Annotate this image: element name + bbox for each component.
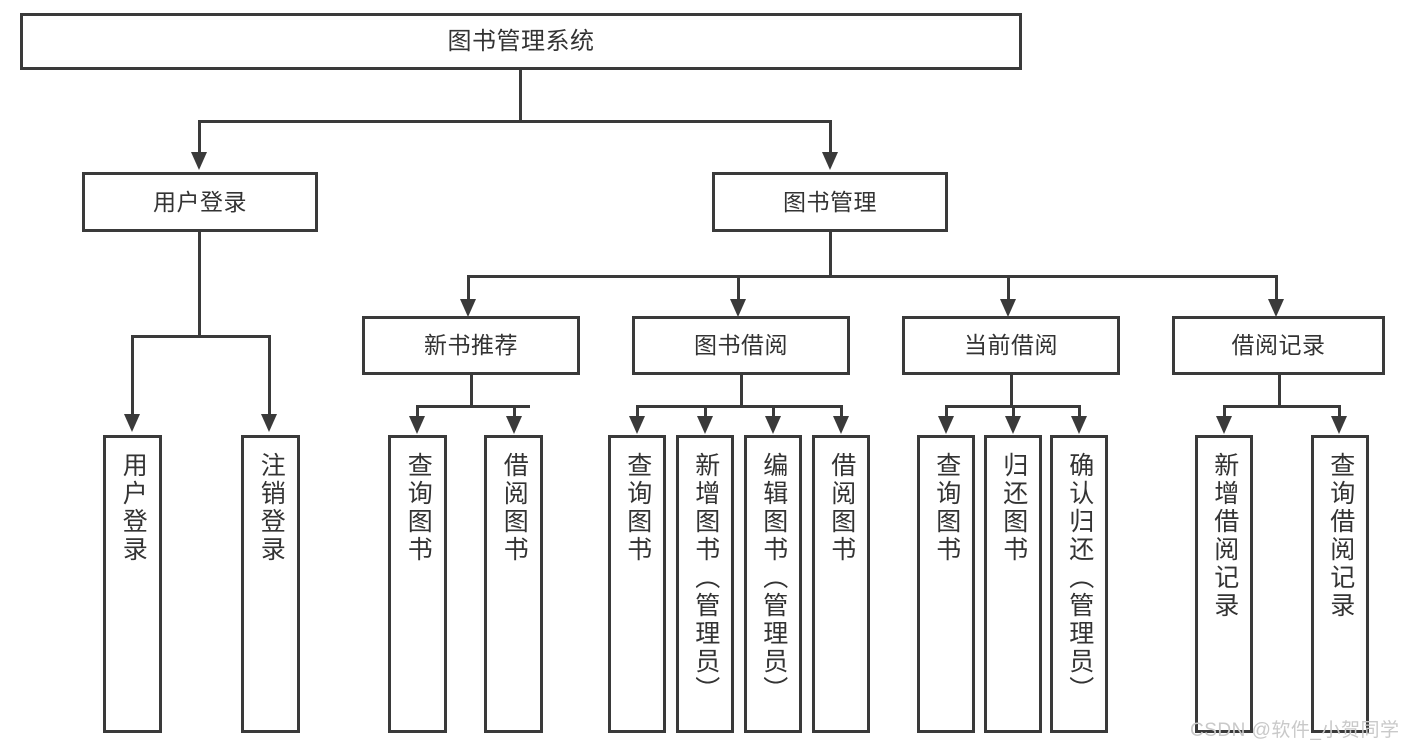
- node-label: 借阅图书: [827, 452, 856, 564]
- node-book-management-system[interactable]: 图书管理系统: [20, 13, 1022, 70]
- arrow-bm-to-new-book: [460, 299, 476, 317]
- connector-borrow-record-bus: [1223, 405, 1341, 408]
- connector-user-login-stem: [198, 232, 201, 335]
- connector-book-borrow-leaf-2: [704, 405, 707, 417]
- connector-bm-to-current-borrow: [1007, 275, 1010, 300]
- arrow-bm-to-current-borrow: [1000, 299, 1016, 317]
- connector-book-management-stem: [829, 232, 832, 275]
- node-leaf-query-book-1[interactable]: 查询图书: [388, 435, 447, 733]
- connector-book-borrow-leaf-1: [636, 405, 639, 417]
- arrow-book-borrow-leaf-3: [765, 416, 781, 434]
- node-label: 借阅图书: [500, 452, 529, 564]
- connector-book-borrow-leaf-3: [772, 405, 775, 417]
- connector-book-borrow-bus: [636, 405, 843, 408]
- node-label: 新增图书（管理员）: [691, 452, 720, 704]
- arrow-user-login-leaf-2: [261, 414, 277, 432]
- arrow-book-borrow-leaf-1: [629, 416, 645, 434]
- node-leaf-query-record[interactable]: 查询借阅记录: [1311, 435, 1369, 733]
- node-label: 当前借阅: [964, 332, 1058, 359]
- node-label: 用户登录: [119, 452, 148, 564]
- connector-book-borrow-stem: [740, 375, 743, 406]
- node-leaf-add-book[interactable]: 新增图书（管理员）: [676, 435, 734, 733]
- node-leaf-user-login[interactable]: 用户登录: [103, 435, 162, 733]
- connector-current-borrow-leaf-3: [1078, 405, 1081, 417]
- node-new-book-recommend[interactable]: 新书推荐: [362, 316, 580, 375]
- connector-borrow-record-stem: [1278, 375, 1281, 406]
- connector-new-book-leaf-1: [416, 405, 419, 417]
- arrow-root-to-book-management: [822, 152, 838, 170]
- arrow-bm-to-book-borrow: [730, 299, 746, 317]
- node-book-borrow[interactable]: 图书借阅: [632, 316, 850, 375]
- connector-root-bus: [198, 120, 832, 123]
- node-label: 查询图书: [623, 452, 652, 564]
- node-label: 查询图书: [404, 452, 433, 564]
- node-leaf-borrow-book-1[interactable]: 借阅图书: [484, 435, 543, 733]
- connector-bm-to-borrow-record: [1275, 275, 1278, 300]
- node-leaf-borrow-book-2[interactable]: 借阅图书: [812, 435, 870, 733]
- node-label: 归还图书: [999, 452, 1028, 564]
- node-label: 新书推荐: [424, 332, 518, 359]
- arrow-borrow-record-leaf-2: [1331, 416, 1347, 434]
- node-label: 编辑图书（管理员）: [759, 452, 788, 704]
- node-label: 图书管理系统: [447, 27, 595, 55]
- node-book-management[interactable]: 图书管理: [712, 172, 948, 232]
- connector-new-book-bus: [416, 405, 530, 408]
- node-label: 注销登录: [257, 452, 286, 564]
- node-leaf-logout-login[interactable]: 注销登录: [241, 435, 300, 733]
- connector-user-login-leaf-2: [268, 335, 271, 415]
- connector-new-book-stem: [470, 375, 473, 406]
- arrow-book-borrow-leaf-2: [697, 416, 713, 434]
- node-label: 查询图书: [932, 452, 961, 564]
- node-leaf-return-book[interactable]: 归还图书: [984, 435, 1042, 733]
- arrow-borrow-record-leaf-1: [1216, 416, 1232, 434]
- connector-new-book-leaf-2: [513, 405, 516, 417]
- arrow-current-borrow-leaf-3: [1071, 416, 1087, 434]
- connector-bm-to-new-book: [467, 275, 470, 300]
- node-leaf-query-book-2[interactable]: 查询图书: [608, 435, 666, 733]
- connector-root-to-book-management: [829, 120, 832, 153]
- connector-book-borrow-leaf-4: [840, 405, 843, 417]
- connector-current-borrow-leaf-2: [1012, 405, 1015, 417]
- arrow-current-borrow-leaf-2: [1005, 416, 1021, 434]
- connector-user-login-bus: [131, 335, 271, 338]
- arrow-user-login-leaf-1: [124, 414, 140, 432]
- node-label: 用户登录: [153, 188, 247, 215]
- connector-bm-to-book-borrow: [737, 275, 740, 300]
- arrow-new-book-leaf-2: [506, 416, 522, 434]
- node-label: 借阅记录: [1231, 332, 1326, 359]
- connector-user-login-leaf-1: [131, 335, 134, 415]
- watermark-text: CSDN @软件_小贺同学: [1190, 720, 1400, 741]
- node-user-login[interactable]: 用户登录: [82, 172, 318, 232]
- connector-root-to-user-login: [198, 120, 201, 153]
- node-leaf-query-book-3[interactable]: 查询图书: [917, 435, 975, 733]
- arrow-book-borrow-leaf-4: [833, 416, 849, 434]
- node-label: 查询借阅记录: [1326, 452, 1355, 620]
- node-current-borrow[interactable]: 当前借阅: [902, 316, 1120, 375]
- connector-current-borrow-leaf-1: [945, 405, 948, 417]
- node-leaf-add-record[interactable]: 新增借阅记录: [1195, 435, 1253, 733]
- arrow-bm-to-borrow-record: [1268, 299, 1284, 317]
- node-leaf-edit-book[interactable]: 编辑图书（管理员）: [744, 435, 802, 733]
- node-label: 确认归还（管理员）: [1065, 452, 1094, 704]
- node-borrow-record[interactable]: 借阅记录: [1172, 316, 1385, 375]
- connector-borrow-record-leaf-2: [1338, 405, 1341, 417]
- node-label: 图书借阅: [694, 332, 788, 359]
- connector-current-borrow-stem: [1010, 375, 1013, 406]
- arrow-root-to-user-login: [191, 152, 207, 170]
- node-label: 新增借阅记录: [1210, 452, 1239, 620]
- connector-borrow-record-leaf-1: [1223, 405, 1226, 417]
- node-leaf-confirm-return[interactable]: 确认归还（管理员）: [1050, 435, 1108, 733]
- connector-book-management-bus: [467, 275, 1278, 278]
- arrow-new-book-leaf-1: [409, 416, 425, 434]
- arrow-current-borrow-leaf-1: [938, 416, 954, 434]
- connector-root-stem: [519, 70, 522, 120]
- node-label: 图书管理: [783, 188, 877, 215]
